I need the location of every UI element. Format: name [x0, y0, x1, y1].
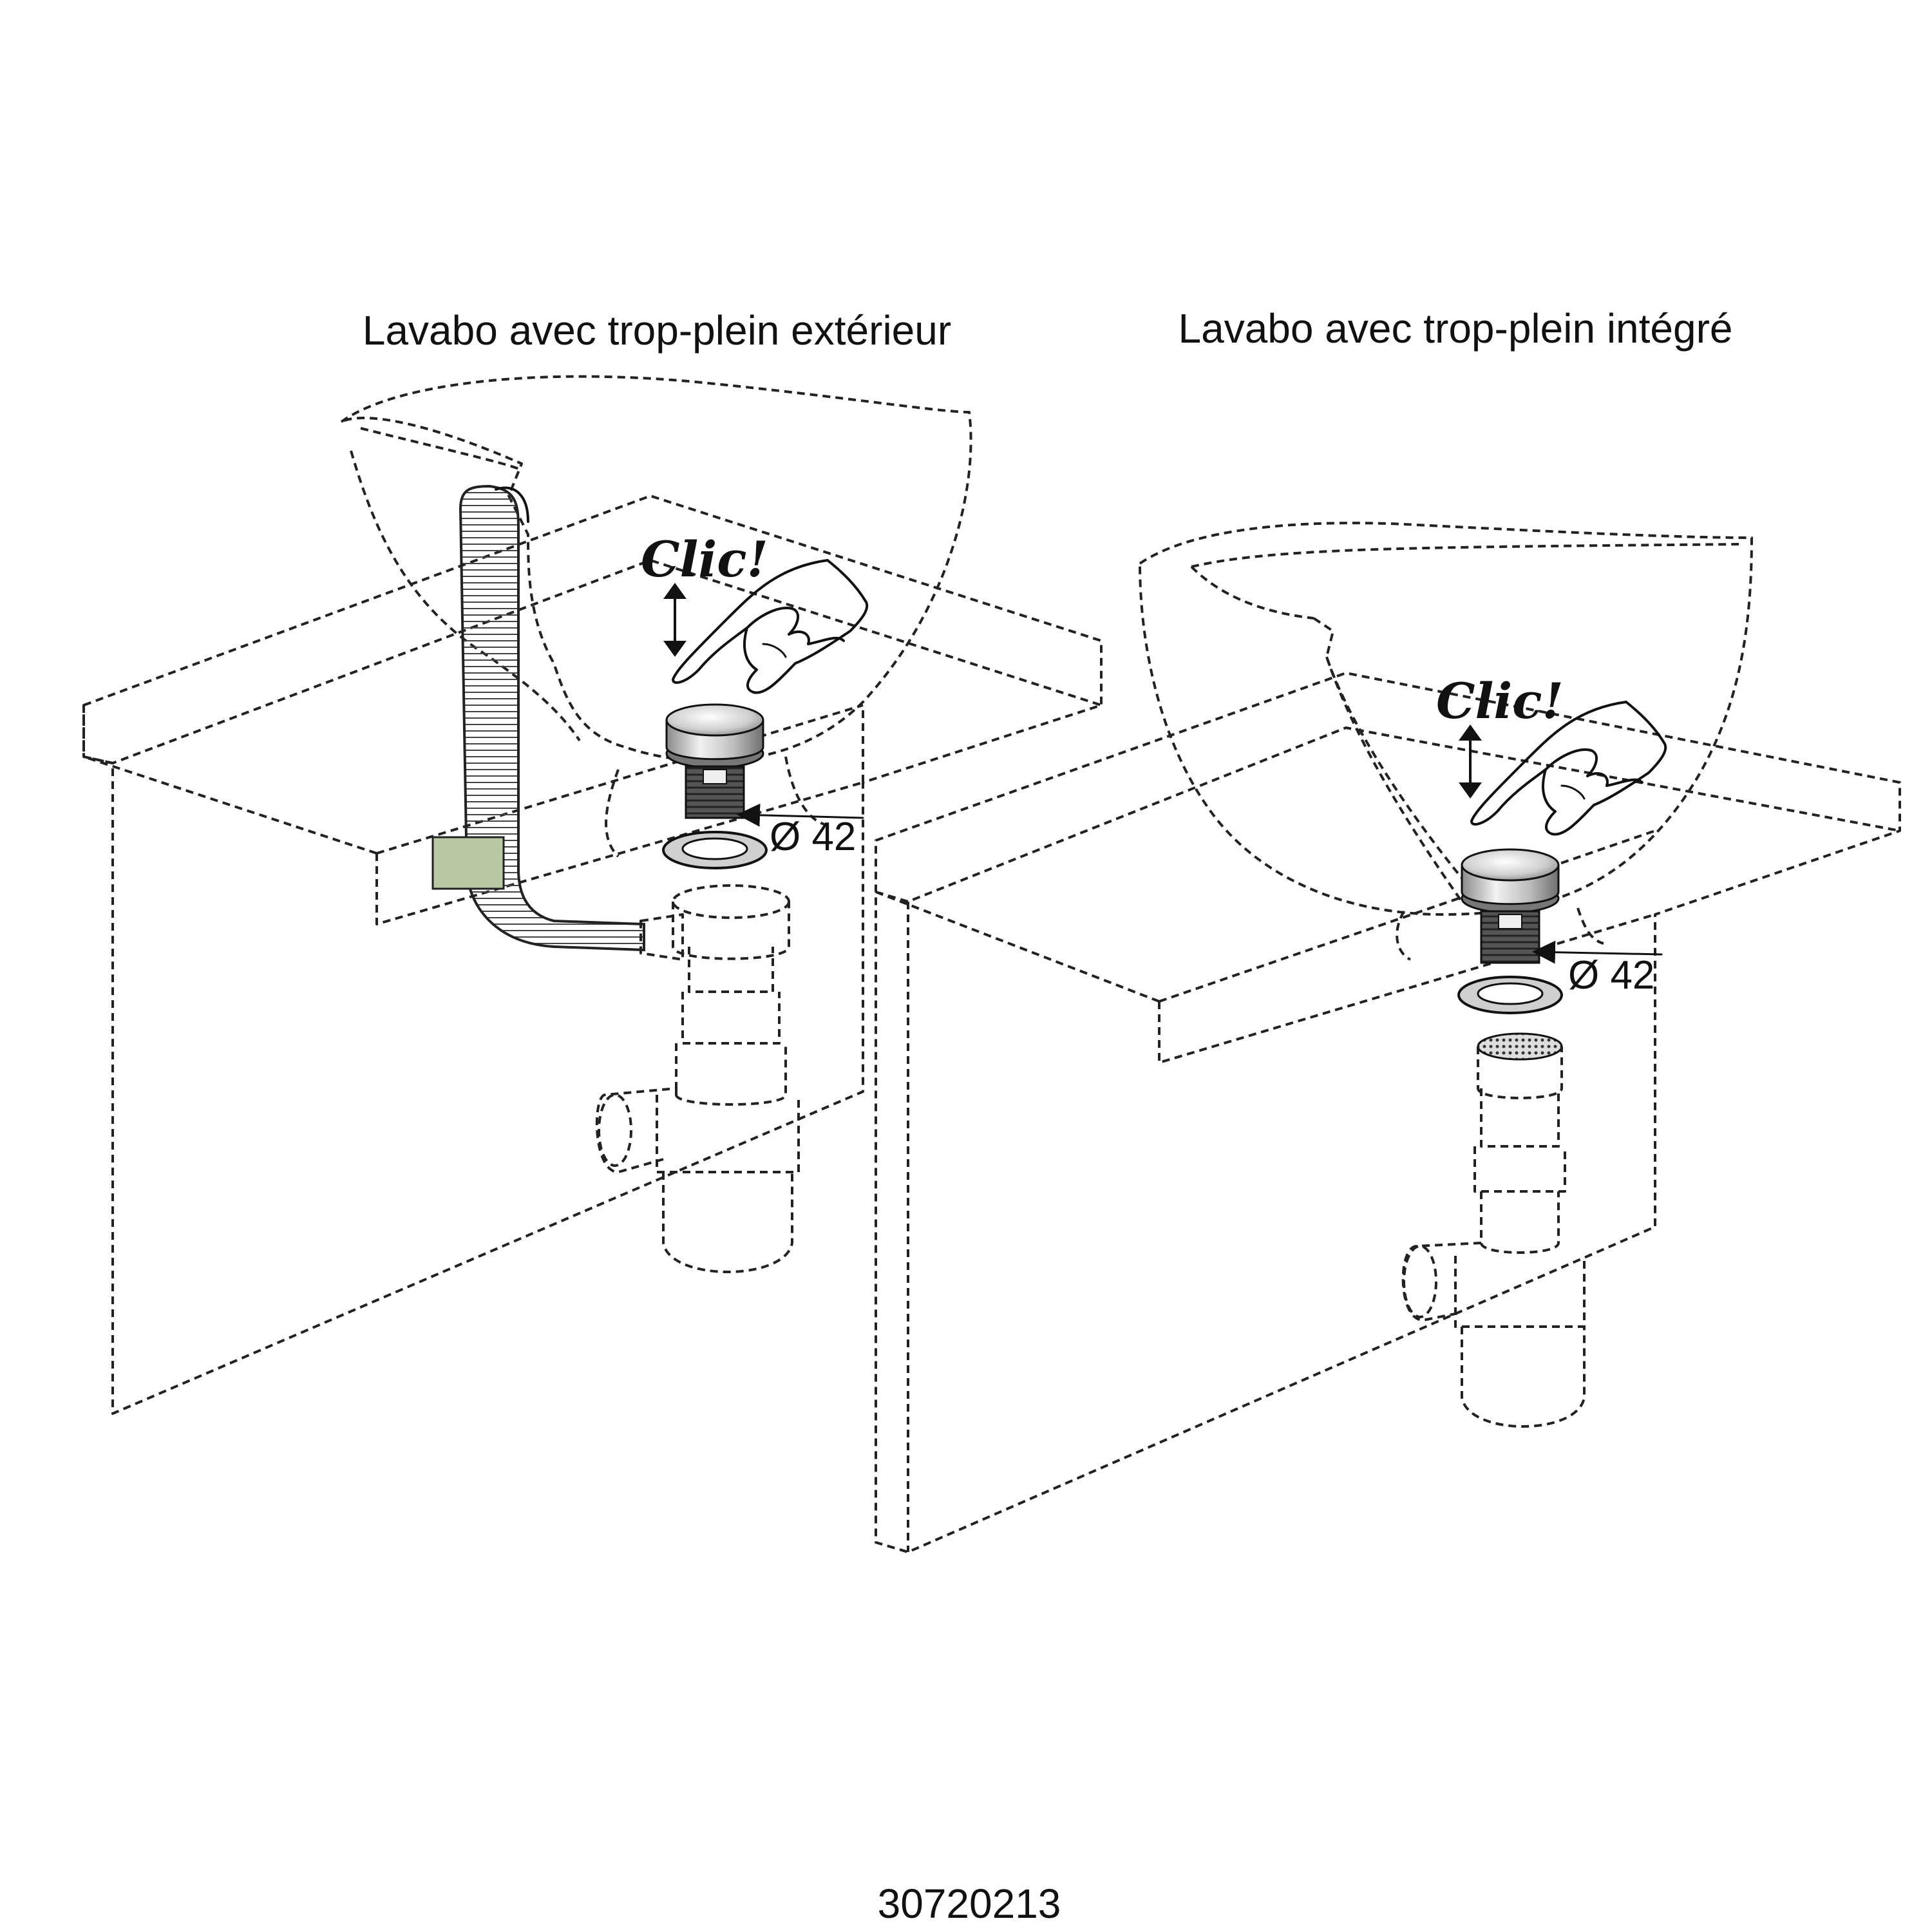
right-click-label: Clic!: [1436, 672, 1564, 730]
right-siphon-trap: [1401, 1032, 1586, 1428]
left-vanity-cabinet: [82, 495, 1103, 1415]
left-click-label: Clic!: [641, 531, 768, 588]
left-click-hand: Clic!: [641, 531, 869, 694]
right-click-drain-plug: [1457, 848, 1563, 1014]
left-siphon-trap: [595, 884, 800, 1273]
reference-number: 30720213: [878, 1880, 1061, 1927]
right-illustration: Ø 42 Clic!: [875, 522, 1901, 1553]
right-diameter-callout: Ø 42: [1532, 940, 1663, 998]
right-vanity-cabinet: [875, 672, 1901, 1553]
right-diameter-label: Ø 42: [1568, 953, 1654, 998]
left-click-drain-plug: [662, 703, 768, 869]
right-basin: [1139, 522, 1753, 961]
left-diagram-title: Lavabo avec trop-plein extérieur: [363, 307, 951, 354]
left-diameter-label: Ø 42: [770, 815, 856, 859]
left-overflow-hose: [431, 484, 684, 961]
right-click-hand: Clic!: [1436, 672, 1667, 836]
left-basin: [340, 375, 972, 858]
left-diameter-callout: Ø 42: [737, 803, 864, 859]
hose-sleeve: [431, 836, 505, 890]
left-illustration: Ø 42 Clic!: [82, 375, 1103, 1415]
right-diagram-title: Lavabo avec trop-plein intégré: [1179, 305, 1733, 352]
